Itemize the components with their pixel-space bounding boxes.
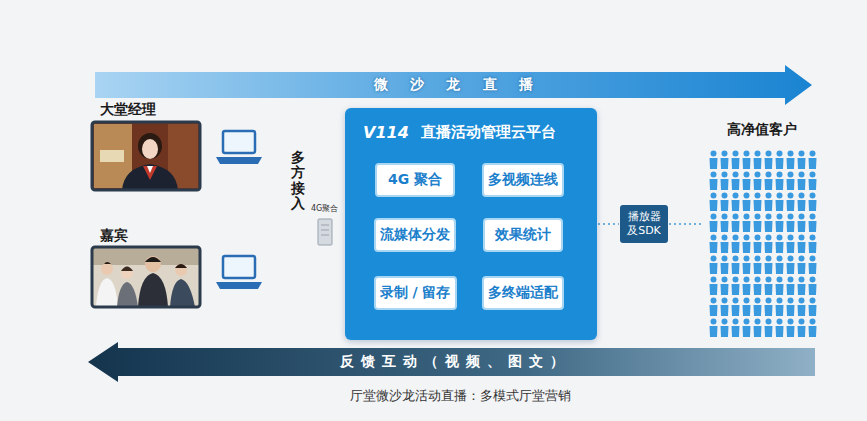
- box-label: 效果统计: [495, 226, 551, 244]
- hair: [175, 264, 187, 268]
- arrow-band-fill: [95, 65, 812, 105]
- group-heading: 大堂经理: [92, 100, 200, 118]
- photo-frame: 大堂经理: [92, 100, 200, 192]
- feature-box: 效果统计: [483, 218, 563, 252]
- device-slot: [321, 230, 329, 231]
- device-icon: [318, 219, 332, 245]
- dotted-connector: [598, 223, 619, 225]
- hair: [104, 262, 111, 264]
- feature-box: 流媒体分发: [374, 218, 456, 252]
- sign-plate: [100, 150, 124, 162]
- group-heading: 嘉宾: [92, 226, 200, 244]
- vertical-label: 多方接入: [291, 150, 305, 212]
- group-heading: 高净值客户: [704, 120, 820, 138]
- device-slot: [321, 235, 329, 236]
- photo-background: [92, 122, 200, 190]
- box-label: 多视频连线: [488, 171, 558, 189]
- arrow-band-fill: [88, 342, 815, 382]
- laptop-screen: [223, 256, 255, 278]
- box-label: 4G 聚合: [388, 171, 442, 189]
- body: [96, 278, 118, 307]
- feature-box: 录制 / 留存: [374, 276, 457, 310]
- customer-group: 高净值客户: [704, 120, 820, 340]
- photo-background: [92, 247, 200, 307]
- photo-frame: 嘉宾: [92, 226, 200, 309]
- hair: [145, 257, 161, 262]
- face: [101, 263, 113, 275]
- feature-box: 多视频连线: [482, 163, 564, 197]
- box-label: 反馈互动（视频、图文）: [333, 353, 571, 371]
- body: [170, 279, 195, 307]
- box-label: 录制 / 留存: [380, 284, 451, 302]
- box-label: 播放器 及SDK: [622, 210, 666, 238]
- feature-box: 多终端适配: [482, 276, 564, 310]
- face: [145, 256, 161, 272]
- laptop-base: [216, 157, 262, 164]
- device-slot: [321, 225, 329, 226]
- caption: 厅堂微沙龙活动直播：多模式厅堂营销: [290, 387, 630, 405]
- face: [175, 264, 187, 276]
- body: [138, 273, 168, 307]
- box-label: 微沙龙直播: [351, 76, 555, 94]
- flow-arrow-band: 微沙龙直播: [95, 65, 812, 105]
- body: [117, 282, 138, 307]
- face: [121, 267, 133, 279]
- photo-frame-border: [92, 247, 200, 307]
- crowd-icons: [708, 150, 818, 339]
- scarf: [143, 166, 157, 180]
- feedback-arrow-band: 反馈互动（视频、图文）: [88, 342, 815, 382]
- panel-title: 直播活动管理云平台: [421, 123, 556, 142]
- shirt: [147, 166, 153, 173]
- box-label: 流媒体分发: [380, 226, 450, 244]
- hair: [121, 267, 133, 272]
- hair: [138, 133, 162, 159]
- laptop-base: [216, 282, 262, 289]
- device-label: 4G聚合: [311, 204, 338, 214]
- logo-text: V114: [363, 123, 409, 142]
- laptop-screen: [223, 131, 255, 153]
- face: [142, 139, 158, 159]
- box-label: 多终端适配: [488, 284, 558, 302]
- feature-box: 4G 聚合: [375, 163, 455, 197]
- photo-frame-border: [92, 122, 200, 190]
- player-box: 播放器 及SDK: [620, 205, 668, 243]
- suit: [122, 164, 178, 190]
- platform-panel: V114 直播活动管理云平台 4G 聚合 多视频连线流媒体分发 效果统计录制 / 留存 多…: [345, 108, 597, 340]
- dotted-connector: [669, 223, 703, 225]
